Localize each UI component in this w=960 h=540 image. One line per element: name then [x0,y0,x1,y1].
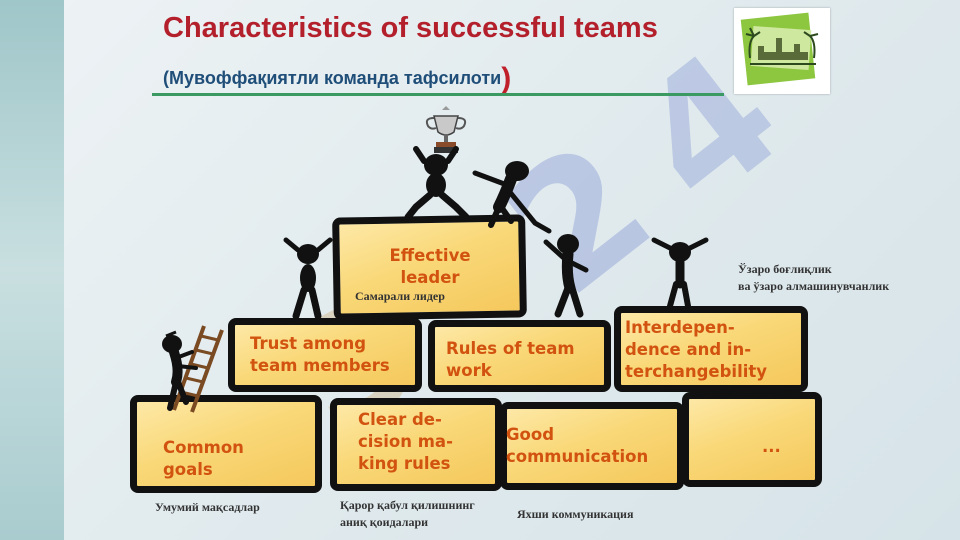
label-line: work [446,361,492,380]
caption-line: ва ўзаро алмашинувчанлик [738,279,890,293]
label-line: ... [762,437,781,456]
label-line: dence and in- [625,340,752,359]
label-line: leader [400,268,460,287]
trophy-holder-figure-icon [404,146,470,221]
cheering-figure-icon [283,237,333,320]
brick-good-communication [500,402,684,490]
label-rules: Rules of team work [446,338,575,382]
label-line: Effective [389,246,471,265]
label-line: team members [250,356,390,375]
page-subtitle: (Мувоффақиятли команда тафсилоти) [163,58,512,95]
trophy-icon [425,106,467,153]
label-common-goals: Common goals [163,437,244,481]
left-decor-strip [0,0,64,540]
label-line: Interdepen- [625,318,735,337]
label-line: Rules of team [446,339,575,358]
caption-effective-leader: Самарали лидер [355,289,445,303]
label-trust: Trust among team members [250,333,390,377]
label-line: terchangebility [625,362,768,381]
caption-interdependence: Ўзаро боғлиқлик ва ўзаро алмашинувчанлик [738,261,889,295]
caption-line: Қарор қабул қилишнинг [340,498,475,512]
caption-clear-rules: Қарор қабул қилишнинг аниқ қоидалари [340,497,475,531]
label-line: communication [506,447,649,466]
climbing-figure-icon [543,234,589,318]
brick-common-goals [130,395,322,493]
caption-line: аниқ қоидалари [340,515,429,529]
label-effective-leader: Effective leader [385,245,475,289]
label-clear-rules: Clear de- cision ma- king rules [358,409,453,475]
label-line: Clear de- [358,410,442,429]
page-title: Characteristics of successful teams [163,12,658,44]
caption-common-goals: Умумий мақсадлар [155,500,260,514]
brick-trust [228,318,422,392]
caption-good-communication: Яхши коммуникация [517,507,634,521]
title-underline [152,93,724,96]
caption-line: Ўзаро боғлиқлик [738,262,832,276]
brick-rules [428,320,611,392]
label-line: Common [163,438,244,457]
subtitle-text: (Мувоффақиятли команда тафсилоти [163,68,502,88]
logo-image [734,8,830,94]
helping-figure-icon [472,161,552,234]
label-line: goals [163,460,213,479]
label-interdependence: Interdepen- dence and in- terchangebilit… [625,317,767,383]
ladder-climber-figure-icon [162,330,198,411]
label-good-communication: Good communication [506,424,648,468]
cheering-figure-icon [651,237,709,309]
brick-more [682,392,822,487]
label-line: Trust among [250,334,366,353]
subtitle-closing-paren: ) [501,62,512,95]
label-line: Good [506,425,555,444]
label-line: cision ma- [358,432,453,451]
brick-interdependence [614,306,808,392]
label-line: king rules [358,454,451,473]
label-more: ... [762,436,781,458]
brick-clear-rules [330,398,502,491]
